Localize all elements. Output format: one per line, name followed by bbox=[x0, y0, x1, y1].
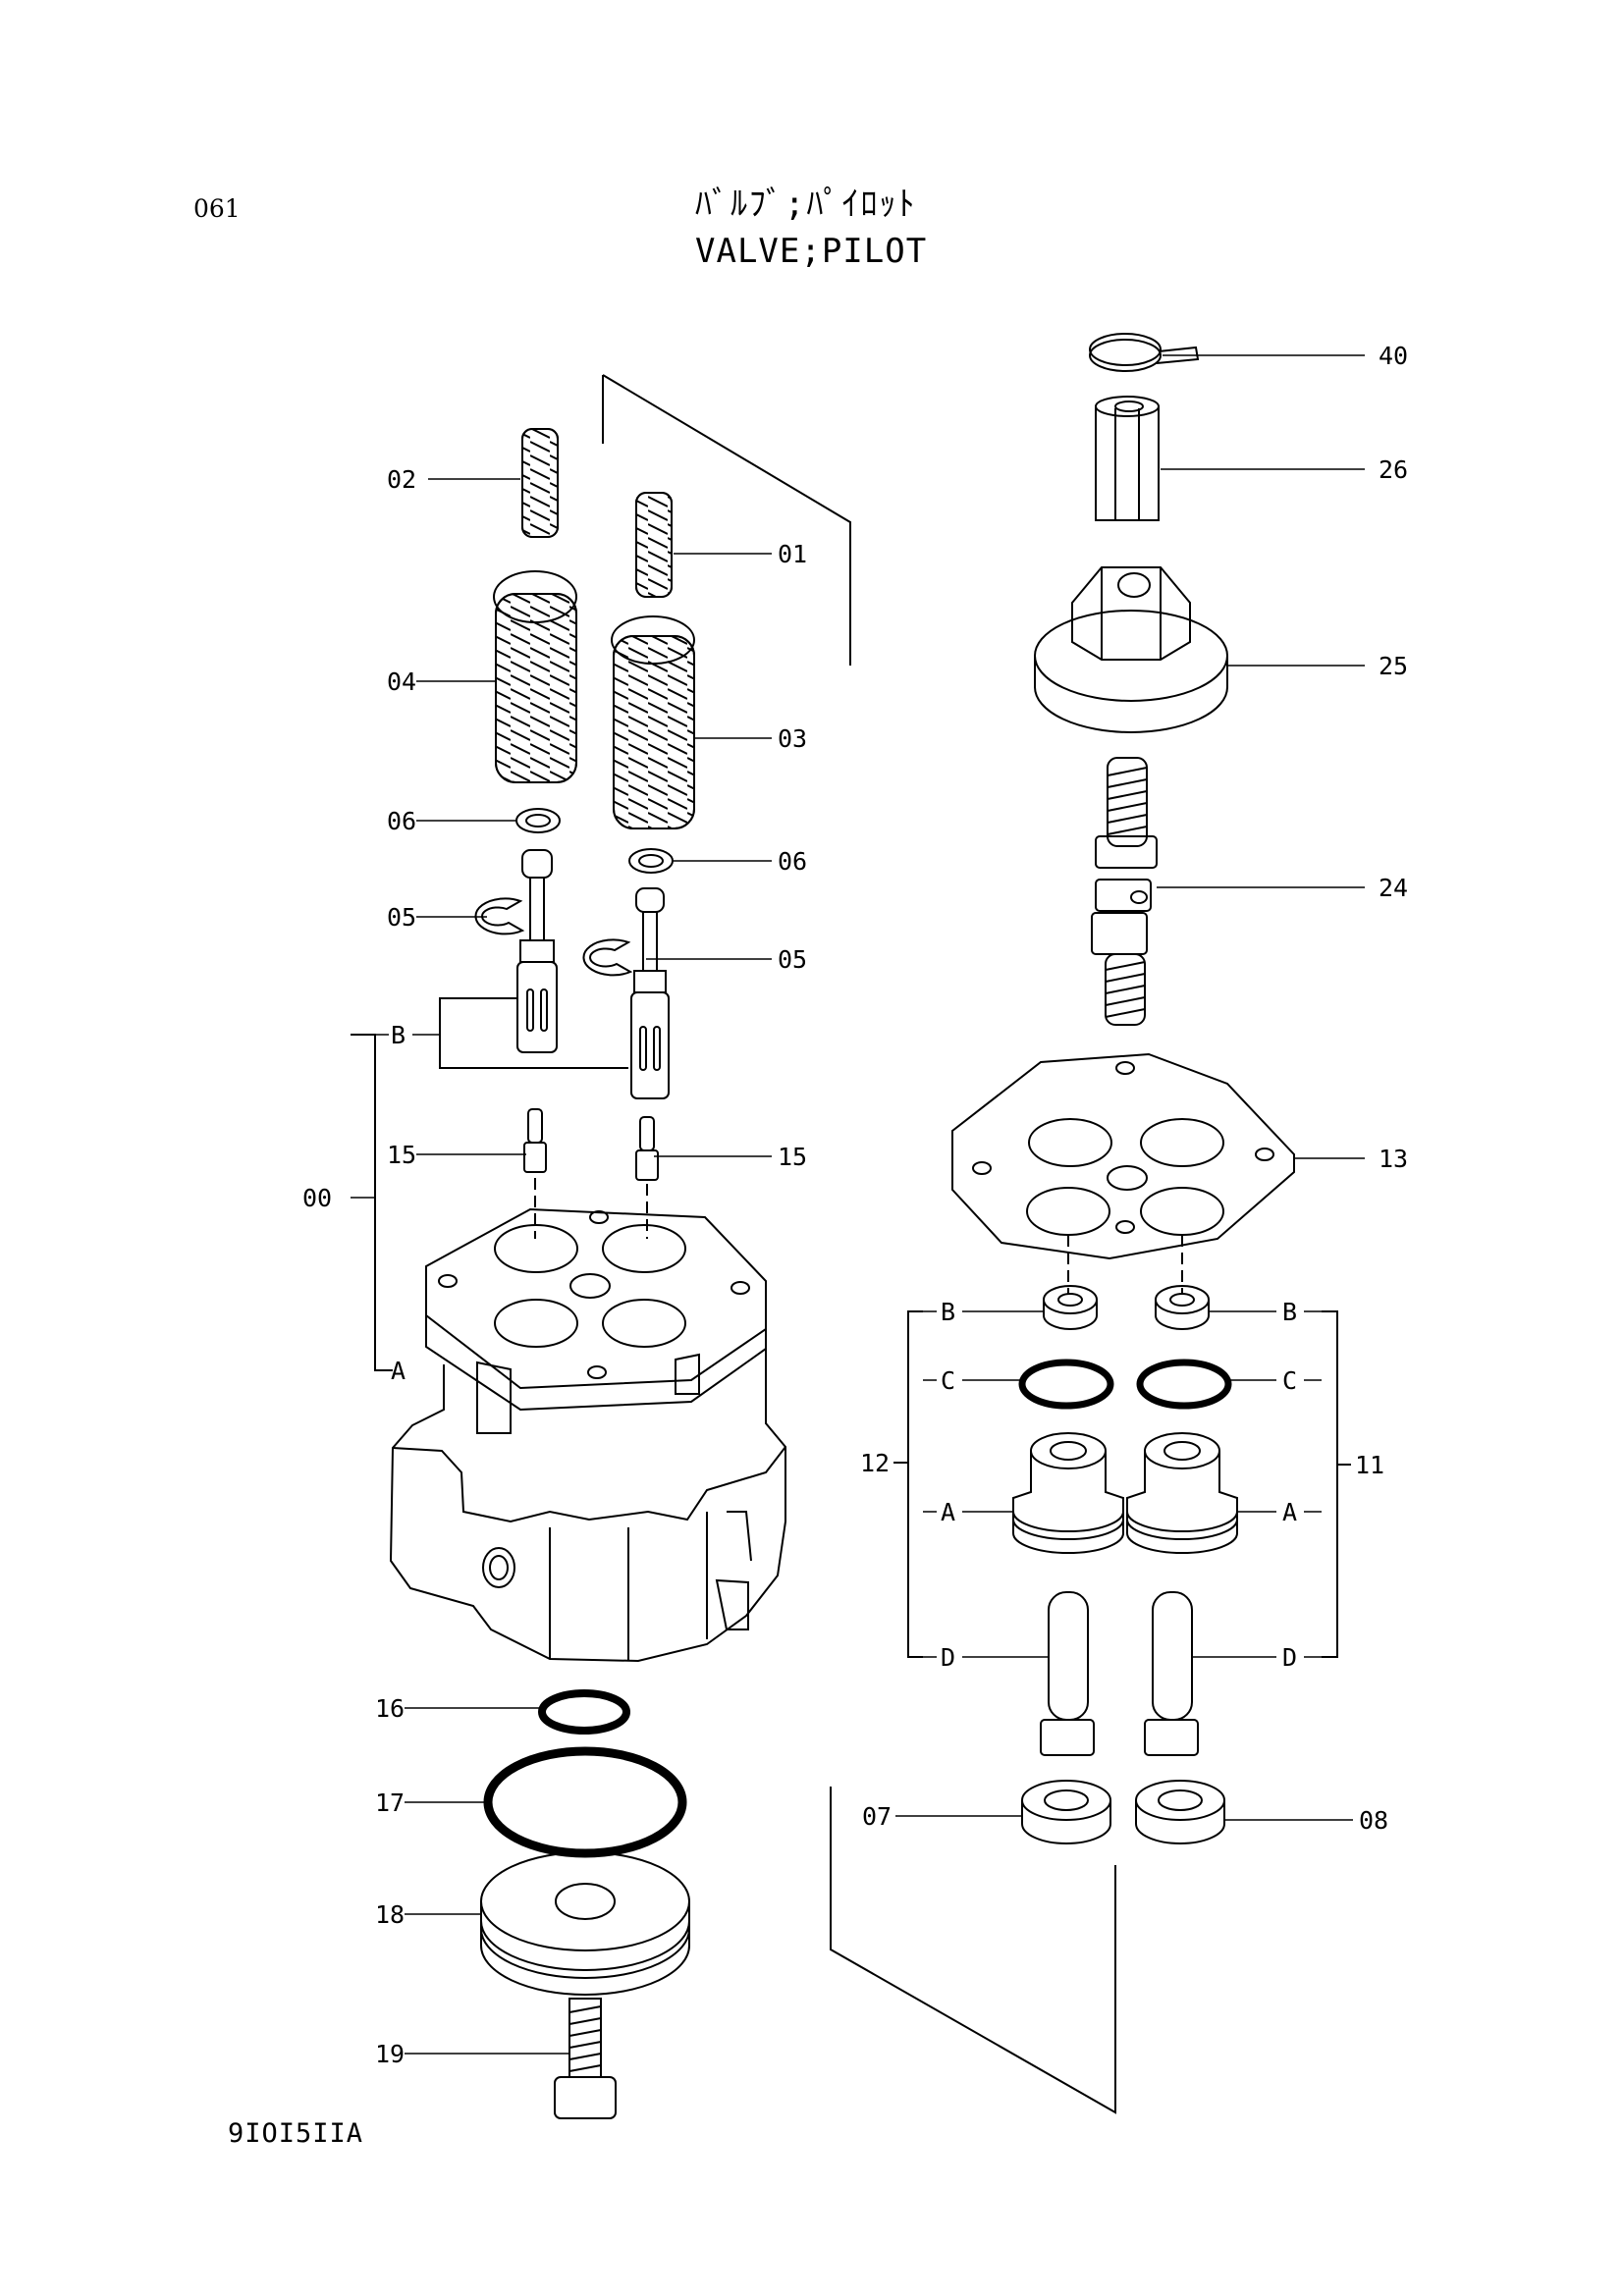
label-19: 19 bbox=[375, 2040, 405, 2068]
label-13: 13 bbox=[1379, 1145, 1408, 1173]
label-02: 02 bbox=[387, 465, 416, 494]
part-02-small-spring[interactable] bbox=[521, 428, 559, 538]
part-11-C-o-ring[interactable] bbox=[1136, 1359, 1232, 1410]
label-00-B: B bbox=[391, 1021, 406, 1049]
label-00: 00 bbox=[302, 1184, 332, 1212]
part-17-o-ring[interactable] bbox=[483, 1746, 687, 1858]
part-40-hose-clamp[interactable] bbox=[1089, 333, 1200, 372]
part-07-nut[interactable] bbox=[1021, 1780, 1111, 1844]
label-17: 17 bbox=[375, 1789, 405, 1817]
part-03-large-spring[interactable] bbox=[611, 615, 695, 829]
part-01-small-spring[interactable] bbox=[635, 492, 673, 598]
part-12-B-seat[interactable] bbox=[1043, 1285, 1098, 1330]
label-05: 05 bbox=[387, 903, 416, 932]
part-08-nut[interactable] bbox=[1135, 1780, 1225, 1844]
part-05-clip-left[interactable] bbox=[474, 897, 525, 935]
label-12-D: D bbox=[941, 1643, 955, 1672]
part-13-plate[interactable] bbox=[951, 1052, 1295, 1260]
part-16-o-ring[interactable] bbox=[538, 1689, 630, 1735]
label-06b: 06 bbox=[778, 847, 807, 876]
group-12-bracket bbox=[893, 1310, 923, 1658]
part-19-bolt[interactable] bbox=[554, 1998, 617, 2119]
part-11-D-pin[interactable] bbox=[1144, 1591, 1199, 1756]
label-11-D: D bbox=[1282, 1643, 1297, 1672]
part-12-A-bushing[interactable] bbox=[1012, 1432, 1124, 1554]
label-15b: 15 bbox=[778, 1143, 807, 1171]
title-japanese: ﾊﾞﾙﾌﾞ;ﾊﾟｲﾛｯﾄ bbox=[695, 185, 917, 224]
label-11-C: C bbox=[1282, 1366, 1297, 1395]
label-11-B: B bbox=[1282, 1298, 1297, 1326]
title-english: VALVE;PILOT bbox=[695, 232, 928, 271]
part-25-cap-nut[interactable] bbox=[1034, 566, 1228, 733]
plunger-right[interactable] bbox=[630, 887, 670, 1099]
bracket-line-lower bbox=[830, 1787, 1116, 2114]
group-B-bracket bbox=[439, 997, 628, 1069]
part-06-washer-right[interactable] bbox=[628, 848, 674, 874]
label-12-B: B bbox=[941, 1298, 955, 1326]
part-15-pin-left[interactable] bbox=[523, 1108, 547, 1173]
part-24-universal-joint[interactable] bbox=[1091, 757, 1158, 1026]
label-26: 26 bbox=[1379, 455, 1408, 484]
label-04: 04 bbox=[387, 667, 416, 696]
part-11-A-bushing[interactable] bbox=[1126, 1432, 1238, 1554]
label-06: 06 bbox=[387, 807, 416, 835]
label-11: 11 bbox=[1355, 1451, 1384, 1479]
page-number: 061 bbox=[193, 194, 241, 223]
part-05-clip-right[interactable] bbox=[582, 938, 633, 977]
label-03: 03 bbox=[778, 724, 807, 753]
part-26-hex-nut[interactable] bbox=[1095, 396, 1160, 521]
label-16: 16 bbox=[375, 1694, 405, 1723]
label-12: 12 bbox=[860, 1449, 890, 1477]
part-11-B-seat[interactable] bbox=[1155, 1285, 1210, 1330]
label-25: 25 bbox=[1379, 652, 1408, 680]
label-24: 24 bbox=[1379, 874, 1408, 902]
group-11-bracket bbox=[1322, 1310, 1351, 1658]
label-00-A: A bbox=[391, 1357, 406, 1385]
plunger-left[interactable] bbox=[516, 849, 558, 1053]
bracket-line bbox=[602, 374, 851, 666]
label-11-A: A bbox=[1282, 1498, 1297, 1526]
part-12-D-pin[interactable] bbox=[1040, 1591, 1095, 1756]
label-18: 18 bbox=[375, 1900, 405, 1929]
label-08: 08 bbox=[1359, 1806, 1388, 1835]
label-05b: 05 bbox=[778, 945, 807, 974]
part-04-large-spring[interactable] bbox=[493, 570, 577, 783]
label-07: 07 bbox=[862, 1802, 892, 1831]
part-18-cover[interactable] bbox=[480, 1851, 690, 1996]
label-15: 15 bbox=[387, 1141, 416, 1169]
part-12-C-o-ring[interactable] bbox=[1018, 1359, 1114, 1410]
part-06-washer-left[interactable] bbox=[515, 808, 561, 833]
label-40: 40 bbox=[1379, 342, 1408, 370]
part-15-pin-right[interactable] bbox=[635, 1116, 659, 1181]
label-12-A: A bbox=[941, 1498, 955, 1526]
label-12-C: C bbox=[941, 1366, 955, 1395]
label-01: 01 bbox=[778, 540, 807, 568]
drawing-number: 9IOI5IIA bbox=[228, 2118, 364, 2149]
valve-casing[interactable] bbox=[389, 1207, 786, 1663]
group-00-bracket bbox=[351, 1034, 393, 1371]
